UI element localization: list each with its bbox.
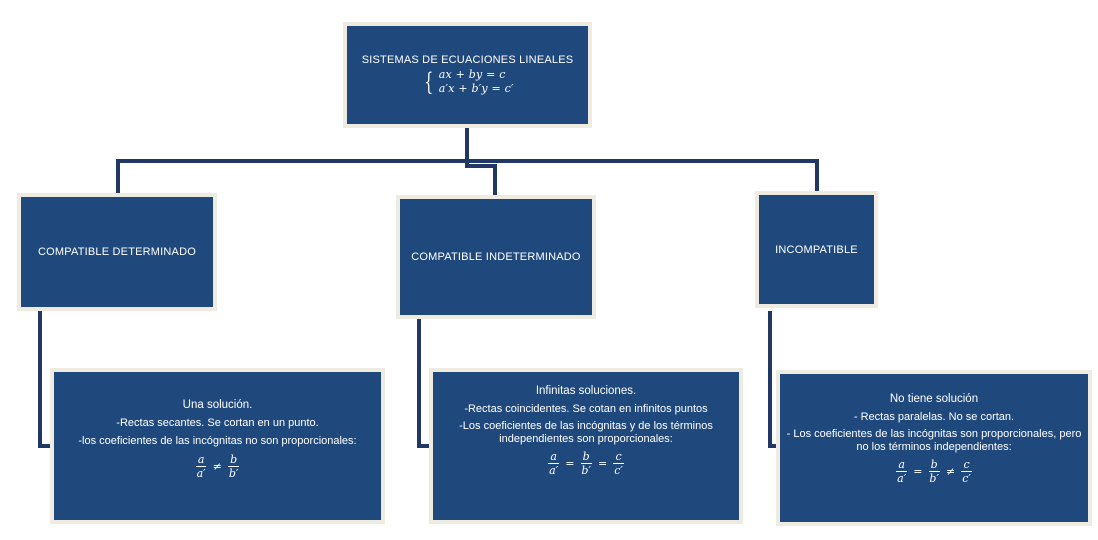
root-node: SISTEMAS DE ECUACIONES LINEALES { ax + b… xyxy=(343,22,592,128)
detail-headline: Infinitas soluciones. xyxy=(535,385,637,397)
elbow-determinado-line xyxy=(38,311,52,448)
proportion-formula: a a′ = b b′ = c c′ xyxy=(544,450,628,477)
denominator-a-prime: a′ xyxy=(549,464,559,477)
operator-1: ≠ xyxy=(212,460,222,473)
fraction-c: c c′ xyxy=(960,458,973,485)
proportion-formula: a a′ ≠ b b′ xyxy=(192,453,244,480)
detail-compatible-determinado: Una solución. -Rectas secantes. Se corta… xyxy=(50,368,385,524)
category-incompatible: INCOMPATIBLE xyxy=(755,191,878,308)
proportion-formula: a a′ = b b′ ≠ c c′ xyxy=(892,458,976,485)
numerator-b: b xyxy=(928,458,940,472)
category-label: COMPATIBLE DETERMINADO xyxy=(37,246,196,258)
branch-determinado-line xyxy=(116,159,467,193)
fraction-a: a a′ xyxy=(895,458,908,485)
detail-compatible-indeterminado: Infinitas soluciones. -Rectas coincident… xyxy=(429,368,743,524)
detail-line-2: -los coeficientes de las incógnitas no s… xyxy=(78,435,357,447)
detail-line-1: -Rectas coincidentes. Se cotan en infini… xyxy=(464,403,708,415)
detail-headline: Una solución. xyxy=(182,399,253,411)
category-label: COMPATIBLE INDETERMINADO xyxy=(411,251,581,263)
equation-2: a′x + b′y = c′ xyxy=(438,82,514,95)
denominator-c-prime: c′ xyxy=(614,464,623,477)
detail-line-1: - Rectas paralelas. No se cortan. xyxy=(853,411,1015,423)
detail-line-1: -Rectas secantes. Se cortan en un punto. xyxy=(116,417,319,429)
detail-line-2: - Los coeficientes de las incógnitas son… xyxy=(786,428,1082,453)
numerator-a: a xyxy=(548,450,559,464)
denominator-c-prime: c′ xyxy=(962,472,971,485)
denominator-b-prime: b′ xyxy=(581,464,591,477)
brace-symbol: { xyxy=(424,68,434,96)
fraction-a: a a′ xyxy=(547,450,560,477)
denominator-b-prime: b′ xyxy=(929,472,939,485)
category-compatible-indeterminado: COMPATIBLE INDETERMINADO xyxy=(396,195,596,319)
fraction-b: b b′ xyxy=(927,458,941,485)
equation-system: { ax + by = c a′x + b′y = c′ xyxy=(421,68,513,96)
detail-incompatible: No tiene solución - Rectas paralelas. No… xyxy=(776,370,1092,526)
operator-1: = xyxy=(913,465,923,478)
operator-2: ≠ xyxy=(945,465,956,478)
numerator-a: a xyxy=(195,453,207,467)
fraction-a: a a′ xyxy=(195,453,208,480)
fraction-b: b b′ xyxy=(579,450,593,477)
detail-line-2: -Los coeficientes de las incógnitas y de… xyxy=(459,420,713,445)
category-compatible-determinado: COMPATIBLE DETERMINADO xyxy=(17,193,217,311)
detail-headline: No tiene solución xyxy=(889,393,979,405)
fraction-b: b b′ xyxy=(227,453,241,480)
denominator-a-prime: a′ xyxy=(897,472,907,485)
numerator-b: b xyxy=(228,453,240,467)
numerator-b: b xyxy=(580,450,592,464)
denominator-a-prime: a′ xyxy=(196,467,206,480)
branch-incompatible-line xyxy=(467,159,819,191)
elbow-indeterminado-line xyxy=(417,319,431,448)
numerator-c: c xyxy=(961,458,972,472)
numerator-a: a xyxy=(896,458,907,472)
operator-1: = xyxy=(565,457,575,470)
root-title: SISTEMAS DE ECUACIONES LINEALES xyxy=(361,54,574,66)
equation-1: ax + by = c xyxy=(438,68,506,81)
category-label: INCOMPATIBLE xyxy=(775,243,858,256)
operator-2: = xyxy=(597,457,608,470)
fraction-c: c c′ xyxy=(612,450,625,477)
denominator-b-prime: b′ xyxy=(228,467,239,480)
equation-list: ax + by = c a′x + b′y = c′ xyxy=(439,68,514,96)
numerator-c: c xyxy=(613,450,624,464)
branch-indeterminado-line xyxy=(465,161,497,195)
